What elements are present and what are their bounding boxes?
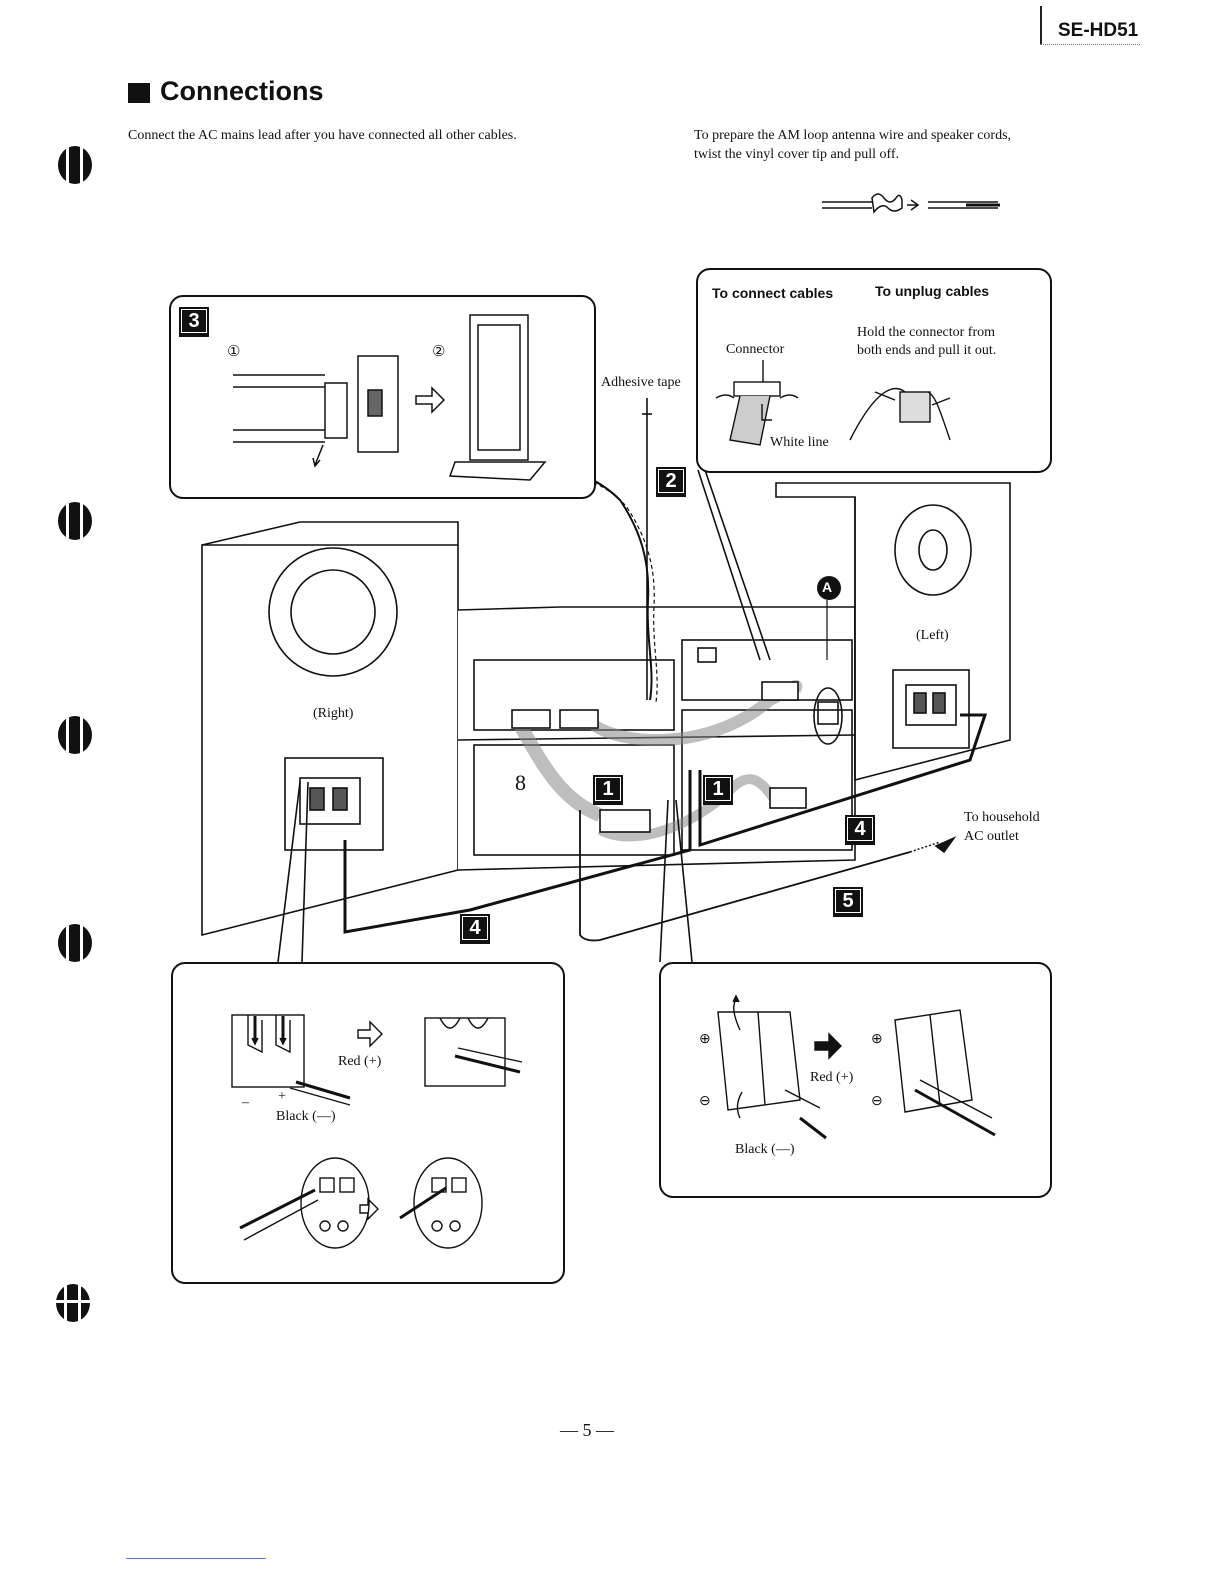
clip-terminal-icon bbox=[717, 1011, 801, 1111]
connect-cables-heading: To connect cables bbox=[712, 285, 834, 301]
unplug-instruction-line2: both ends and pull it out. bbox=[857, 343, 997, 358]
adhesive-tape-label: Adhesive tape bbox=[601, 374, 681, 392]
section-title: Connections bbox=[160, 76, 324, 106]
header-underline bbox=[1040, 44, 1140, 46]
antenna-step-2-marker: ② bbox=[432, 344, 446, 360]
step-1-badge-cd: 1 bbox=[593, 775, 623, 805]
plus-sign-left: + bbox=[278, 1089, 286, 1104]
clip-terminal-inserted-icon bbox=[894, 1009, 973, 1113]
plus-symbol-2: ⊕ bbox=[871, 1032, 883, 1047]
cd-unit-back bbox=[473, 744, 675, 856]
step-4-badge-left: 4 bbox=[845, 815, 875, 845]
svg-text:8: 8 bbox=[515, 770, 526, 795]
step-3-badge: 3 bbox=[179, 307, 209, 337]
right-speaker-cone bbox=[268, 547, 398, 677]
header-rule bbox=[1040, 6, 1042, 44]
oval-terminal-inserted-icon bbox=[413, 1157, 483, 1249]
punch-hole-icon bbox=[55, 1284, 91, 1322]
right-speaker-label: (Right) bbox=[313, 706, 354, 721]
unplug-instruction-line1: Hold the connector from bbox=[857, 325, 996, 340]
spring-terminal-icon bbox=[231, 1014, 305, 1088]
step-4-badge-right: 4 bbox=[460, 914, 490, 944]
left-speaker-terminal-plate bbox=[892, 669, 970, 749]
oval-terminal-icon bbox=[300, 1157, 370, 1249]
tuner-unit-back bbox=[473, 659, 675, 731]
plus-symbol-1: ⊕ bbox=[699, 1032, 711, 1047]
black-minus-label-right: Black (—) bbox=[735, 1142, 795, 1157]
left-speaker-label: (Left) bbox=[916, 628, 949, 643]
antenna-step-1-marker: ① bbox=[227, 344, 241, 360]
marker-a-badge bbox=[817, 576, 841, 600]
step-2-badge: 2 bbox=[656, 467, 686, 497]
intro-right-line1: To prepare the AM loop antenna wire and … bbox=[694, 128, 1012, 143]
white-line-label: White line bbox=[770, 435, 829, 450]
minus-symbol-1: ⊖ bbox=[699, 1094, 711, 1109]
unplug-cables-heading: To unplug cables bbox=[875, 283, 990, 299]
spring-terminal-inserted-icon bbox=[424, 1017, 506, 1087]
minus-symbol-2: ⊖ bbox=[871, 1094, 883, 1109]
step-5-badge: 5 bbox=[833, 887, 863, 917]
step-1-badge-deck: 1 bbox=[703, 775, 733, 805]
minus-sign-left: – bbox=[242, 1095, 249, 1110]
punch-hole-icon bbox=[58, 146, 92, 184]
loop-antenna-icon bbox=[469, 314, 529, 461]
outlet-label-line1: To household bbox=[964, 810, 1040, 825]
unplug-connector-icon bbox=[899, 391, 931, 423]
intro-left: Connect the AC mains lead after you have… bbox=[128, 128, 517, 143]
section-marker-icon bbox=[128, 83, 150, 103]
footer-rule bbox=[126, 1558, 266, 1559]
punch-hole-icon bbox=[58, 716, 92, 754]
left-speaker-cone bbox=[894, 504, 972, 596]
black-minus-label-left: Black (—) bbox=[276, 1109, 336, 1124]
punch-hole-icon bbox=[58, 502, 92, 540]
model-number: SE-HD51 bbox=[1058, 20, 1139, 41]
marker-a-label: A bbox=[822, 579, 833, 595]
outlet-label-line2: AC outlet bbox=[964, 829, 1019, 844]
page-number: — 5 — bbox=[560, 1420, 614, 1440]
red-plus-label-left: Red (+) bbox=[338, 1054, 382, 1069]
right-speaker-terminal-plate bbox=[284, 757, 384, 851]
punch-hole-icon bbox=[58, 924, 92, 962]
red-plus-label-right: Red (+) bbox=[810, 1070, 854, 1085]
connector-label: Connector bbox=[726, 342, 785, 357]
intro-right-line2: twist the vinyl cover tip and pull off. bbox=[694, 147, 900, 162]
